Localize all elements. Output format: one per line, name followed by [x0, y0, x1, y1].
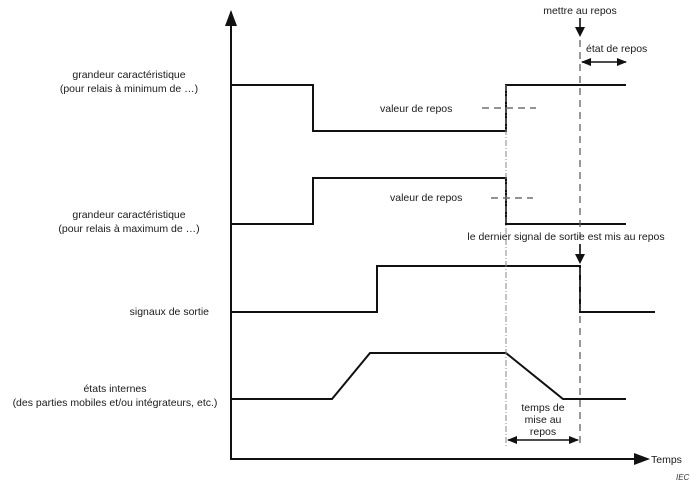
row-label-max-line2: (pour relais à maximum de …) [58, 223, 199, 235]
x-axis-arrow-icon [634, 453, 650, 465]
reset-command-arrow-icon [575, 27, 585, 37]
row-label-internal-line2: (des parties mobiles et/ou intégrateurs,… [13, 397, 218, 409]
rest-value-label-max: valeur de repos [390, 192, 462, 204]
reset-state-label: état de repos [586, 43, 647, 55]
row-label-min-line1: grandeur caractéristique [72, 69, 185, 81]
reset-time-label-line2: mise au [525, 414, 562, 426]
row-label-min-line2: (pour relais à minimum de …) [60, 83, 198, 95]
row-label-output: signaux de sortie [130, 306, 210, 318]
reset-time-label-line1: temps de [521, 402, 564, 414]
reset-time-label-line3: repos [530, 426, 556, 438]
rest-value-label-min: valeur de repos [380, 103, 452, 115]
last-output-reset-label: le dernier signal de sortie est mis au r… [467, 231, 664, 243]
signal-min-trace [231, 84, 626, 132]
signal-output-trace [231, 265, 655, 313]
row-label-max-line1: grandeur caractéristique [72, 209, 185, 221]
last-output-reset-arrow-icon [575, 254, 585, 264]
iec-credit: IEC [676, 473, 690, 482]
x-axis-label: Temps [651, 454, 682, 466]
signal-max-trace [231, 177, 626, 225]
reset-command-label: mettre au repos [543, 5, 617, 17]
row-label-internal-line1: états internes [83, 383, 146, 395]
signal-internal-trace [231, 352, 626, 400]
y-axis-arrow-icon [225, 10, 237, 26]
